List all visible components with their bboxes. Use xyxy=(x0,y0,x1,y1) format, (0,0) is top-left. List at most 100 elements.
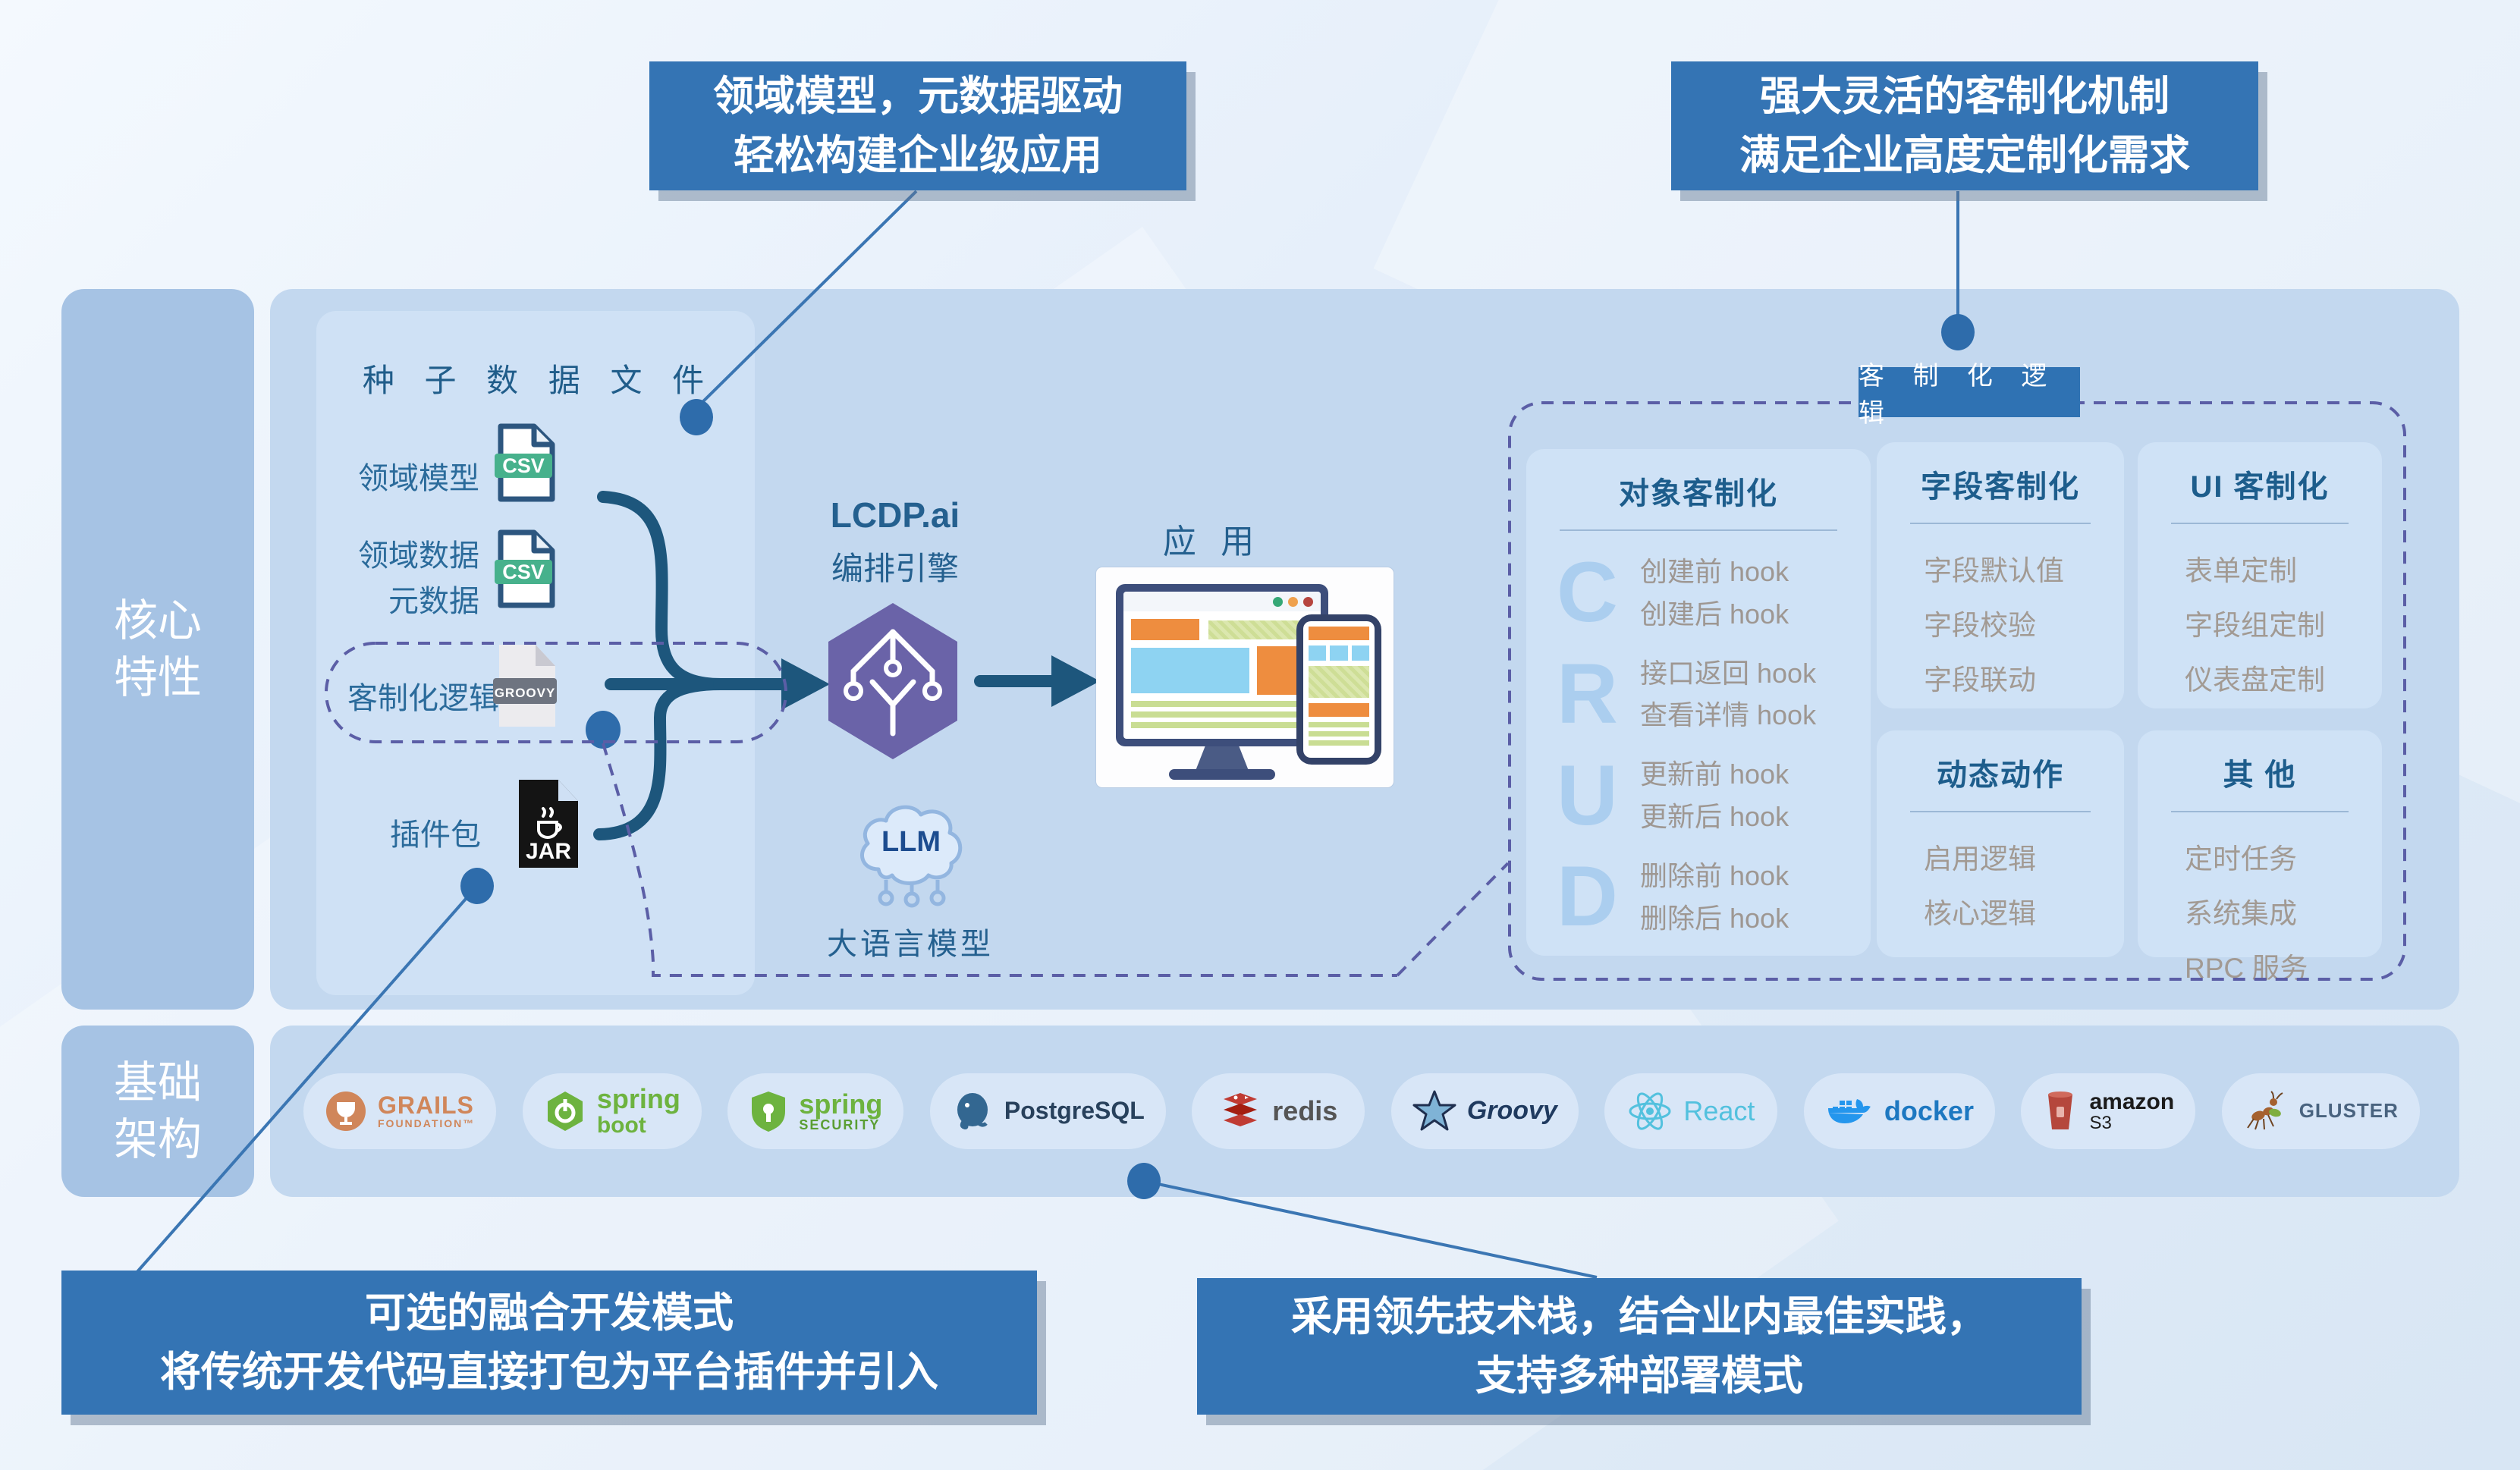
csv-file-icon-2: CSV xyxy=(495,528,558,610)
logo-amazon-s3: amazon S3 xyxy=(2021,1073,2196,1149)
app-block-blue xyxy=(1131,648,1249,693)
other-card-title: 其 他 xyxy=(2223,759,2297,792)
logo-spring-boot-name: spring xyxy=(596,1083,680,1115)
app-block-orange-1 xyxy=(1131,619,1199,640)
hook-item: 删除前 hook xyxy=(1640,859,1789,891)
ui-item: 仪表盘定制 xyxy=(2185,664,2325,696)
groovy-band: GROOVY xyxy=(495,686,556,700)
seed-row-domain-model-label: 领域模型 xyxy=(358,462,479,495)
infra-logo-strip: GRAILS FOUNDATION™ spring boot sprin xyxy=(303,1073,2420,1150)
engine-subtitle: 编排引擎 xyxy=(831,551,959,586)
app-label: 应 用 xyxy=(1162,523,1262,561)
object-custom-card: 对象客制化 C 创建前 hook 创建后 hook R 接口返回 hook 查看… xyxy=(1526,449,1871,956)
divider xyxy=(1910,523,2091,524)
callout-top-left: 领域模型，元数据驱动 轻松构建企业级应用 xyxy=(649,61,1186,190)
callout-top-right: 强大灵活的客制化机制 满足企业高度定制化需求 xyxy=(1671,61,2258,190)
react-icon xyxy=(1629,1092,1671,1130)
crud-group-read: R 接口返回 hook 查看详情 hook xyxy=(1557,652,1871,737)
sidebar-infrastructure: 基础 架构 xyxy=(61,1026,254,1197)
phone-block-orange-2 xyxy=(1309,703,1369,717)
logo-docker-name: docker xyxy=(1884,1095,1974,1127)
jar-band: JAR xyxy=(526,839,571,864)
browser-dot-orange xyxy=(1288,596,1298,607)
seed-row-domain-data-label2: 元数据 xyxy=(388,585,479,618)
app-stripe-2 xyxy=(1131,711,1319,718)
logo-groovy: Groovy xyxy=(1390,1073,1579,1149)
hook-item: 创建前 hook xyxy=(1640,556,1789,587)
field-card-title: 字段客制化 xyxy=(1921,470,2080,504)
phone-chart-block xyxy=(1309,666,1369,698)
field-item: 字段默认值 xyxy=(1924,555,2064,586)
app-monitor xyxy=(1116,584,1328,746)
logo-react-name: React xyxy=(1683,1095,1755,1127)
logo-grails-sub: FOUNDATION™ xyxy=(378,1117,476,1130)
seed-row-domain-data-label1: 领域数据 xyxy=(358,539,479,573)
dynamic-action-card: 动态动作 启用逻辑 核心逻辑 xyxy=(1877,730,2124,957)
callout-top-left-line2: 轻松构建企业级应用 xyxy=(734,133,1102,178)
callout-top-right-line2: 满足企业高度定制化需求 xyxy=(1739,133,2190,178)
callout-top-left-line1: 领域模型，元数据驱动 xyxy=(713,73,1123,119)
callout-bottom-right-line1: 采用领先技术栈，结合业内最佳实践， xyxy=(1291,1293,1987,1340)
ui-item: 字段组定制 xyxy=(2185,610,2325,642)
callout-bottom-right: 采用领先技术栈，结合业内最佳实践， 支持多种部署模式 xyxy=(1197,1278,2082,1415)
crud-letter-c: C xyxy=(1557,545,1618,640)
csv-band-1: CSV xyxy=(502,454,545,477)
amazon-s3-icon xyxy=(2048,1092,2073,1129)
logo-spring-boot: spring boot xyxy=(522,1073,702,1149)
csv-band-2: CSV xyxy=(502,561,545,583)
seed-row-plugin-label: 插件包 xyxy=(390,818,481,852)
logo-spring-security-name: spring xyxy=(799,1088,883,1120)
phone-block-orange-1 xyxy=(1309,627,1369,640)
app-stripe-3 xyxy=(1131,722,1319,728)
custom-panel-badge: 客 制 化 逻 辑 xyxy=(1859,362,2080,428)
logo-postgresql-name: PostgreSQL xyxy=(1004,1097,1145,1125)
spring-security-icon xyxy=(752,1092,786,1132)
other-item: RPC 服务 xyxy=(2185,953,2308,985)
llm-brain-icon: LLM xyxy=(848,793,977,909)
crud-group-create: C 创建前 hook 创建后 hook xyxy=(1557,545,1871,640)
monitor-stand-neck xyxy=(1196,746,1249,771)
postgresql-icon xyxy=(957,1093,988,1129)
other-card: 其 他 定时任务 系统集成 RPC 服务 xyxy=(2138,730,2382,984)
logo-spring-security-sub: SECURITY xyxy=(799,1117,881,1133)
app-phone xyxy=(1296,614,1381,765)
crud-group-delete: D 删除前 hook 删除后 hook xyxy=(1557,849,1871,944)
crud-letter-r: R xyxy=(1557,645,1618,741)
logo-postgresql: PostgreSQL xyxy=(929,1073,1166,1149)
callout-bottom-left-line2: 将传统开发代码直接打包为平台插件并引入 xyxy=(160,1349,938,1395)
field-item: 字段联动 xyxy=(1924,664,2036,696)
callout-bottom-left-line1: 可选的融合开发模式 xyxy=(365,1289,734,1336)
field-custom-card: 字段客制化 字段默认值 字段校验 字段联动 xyxy=(1877,442,2124,708)
ui-card-title: UI 客制化 xyxy=(2190,470,2330,504)
phone-stripe-2 xyxy=(1309,731,1369,737)
core-label-line1: 核心 xyxy=(113,595,202,645)
logo-gluster-name: GLUSTER xyxy=(2298,1099,2399,1123)
sidebar-core-features: 核心 特性 xyxy=(61,289,254,1010)
phone-stripe-1 xyxy=(1309,722,1369,727)
callout-bottom-left: 可选的融合开发模式 将传统开发代码直接打包为平台插件并引入 xyxy=(61,1271,1037,1415)
logo-spring-boot-sub: boot xyxy=(596,1113,646,1139)
logo-amazon-sub: S3 xyxy=(2089,1113,2112,1134)
action-item: 启用逻辑 xyxy=(1924,843,2036,875)
phone-blue-squares xyxy=(1309,645,1369,661)
browser-dot-green xyxy=(1273,596,1283,607)
logo-redis-name: redis xyxy=(1272,1095,1338,1127)
csv-file-icon-1: CSV xyxy=(495,422,558,504)
jar-file-icon: JAR xyxy=(516,778,581,871)
monitor-stand-base xyxy=(1169,769,1275,780)
logo-grails: GRAILS FOUNDATION™ xyxy=(303,1073,497,1149)
crud-letter-d: D xyxy=(1557,849,1618,944)
logo-docker: docker xyxy=(1803,1073,1995,1149)
browser-bar xyxy=(1123,592,1321,611)
action-item: 核心逻辑 xyxy=(1924,898,2036,930)
action-card-title: 动态动作 xyxy=(1937,759,2064,792)
app-stripe-1 xyxy=(1131,701,1319,707)
ui-custom-card: UI 客制化 表单定制 字段组定制 仪表盘定制 xyxy=(2138,442,2382,708)
object-card-title: 对象客制化 xyxy=(1619,477,1778,510)
divider xyxy=(1910,811,2091,812)
logo-react: React xyxy=(1604,1073,1778,1149)
crud-letter-u: U xyxy=(1557,747,1618,843)
orchestration-engine-icon xyxy=(828,603,957,759)
browser-dot-red xyxy=(1303,596,1313,607)
hook-item: 创建后 hook xyxy=(1640,598,1789,630)
